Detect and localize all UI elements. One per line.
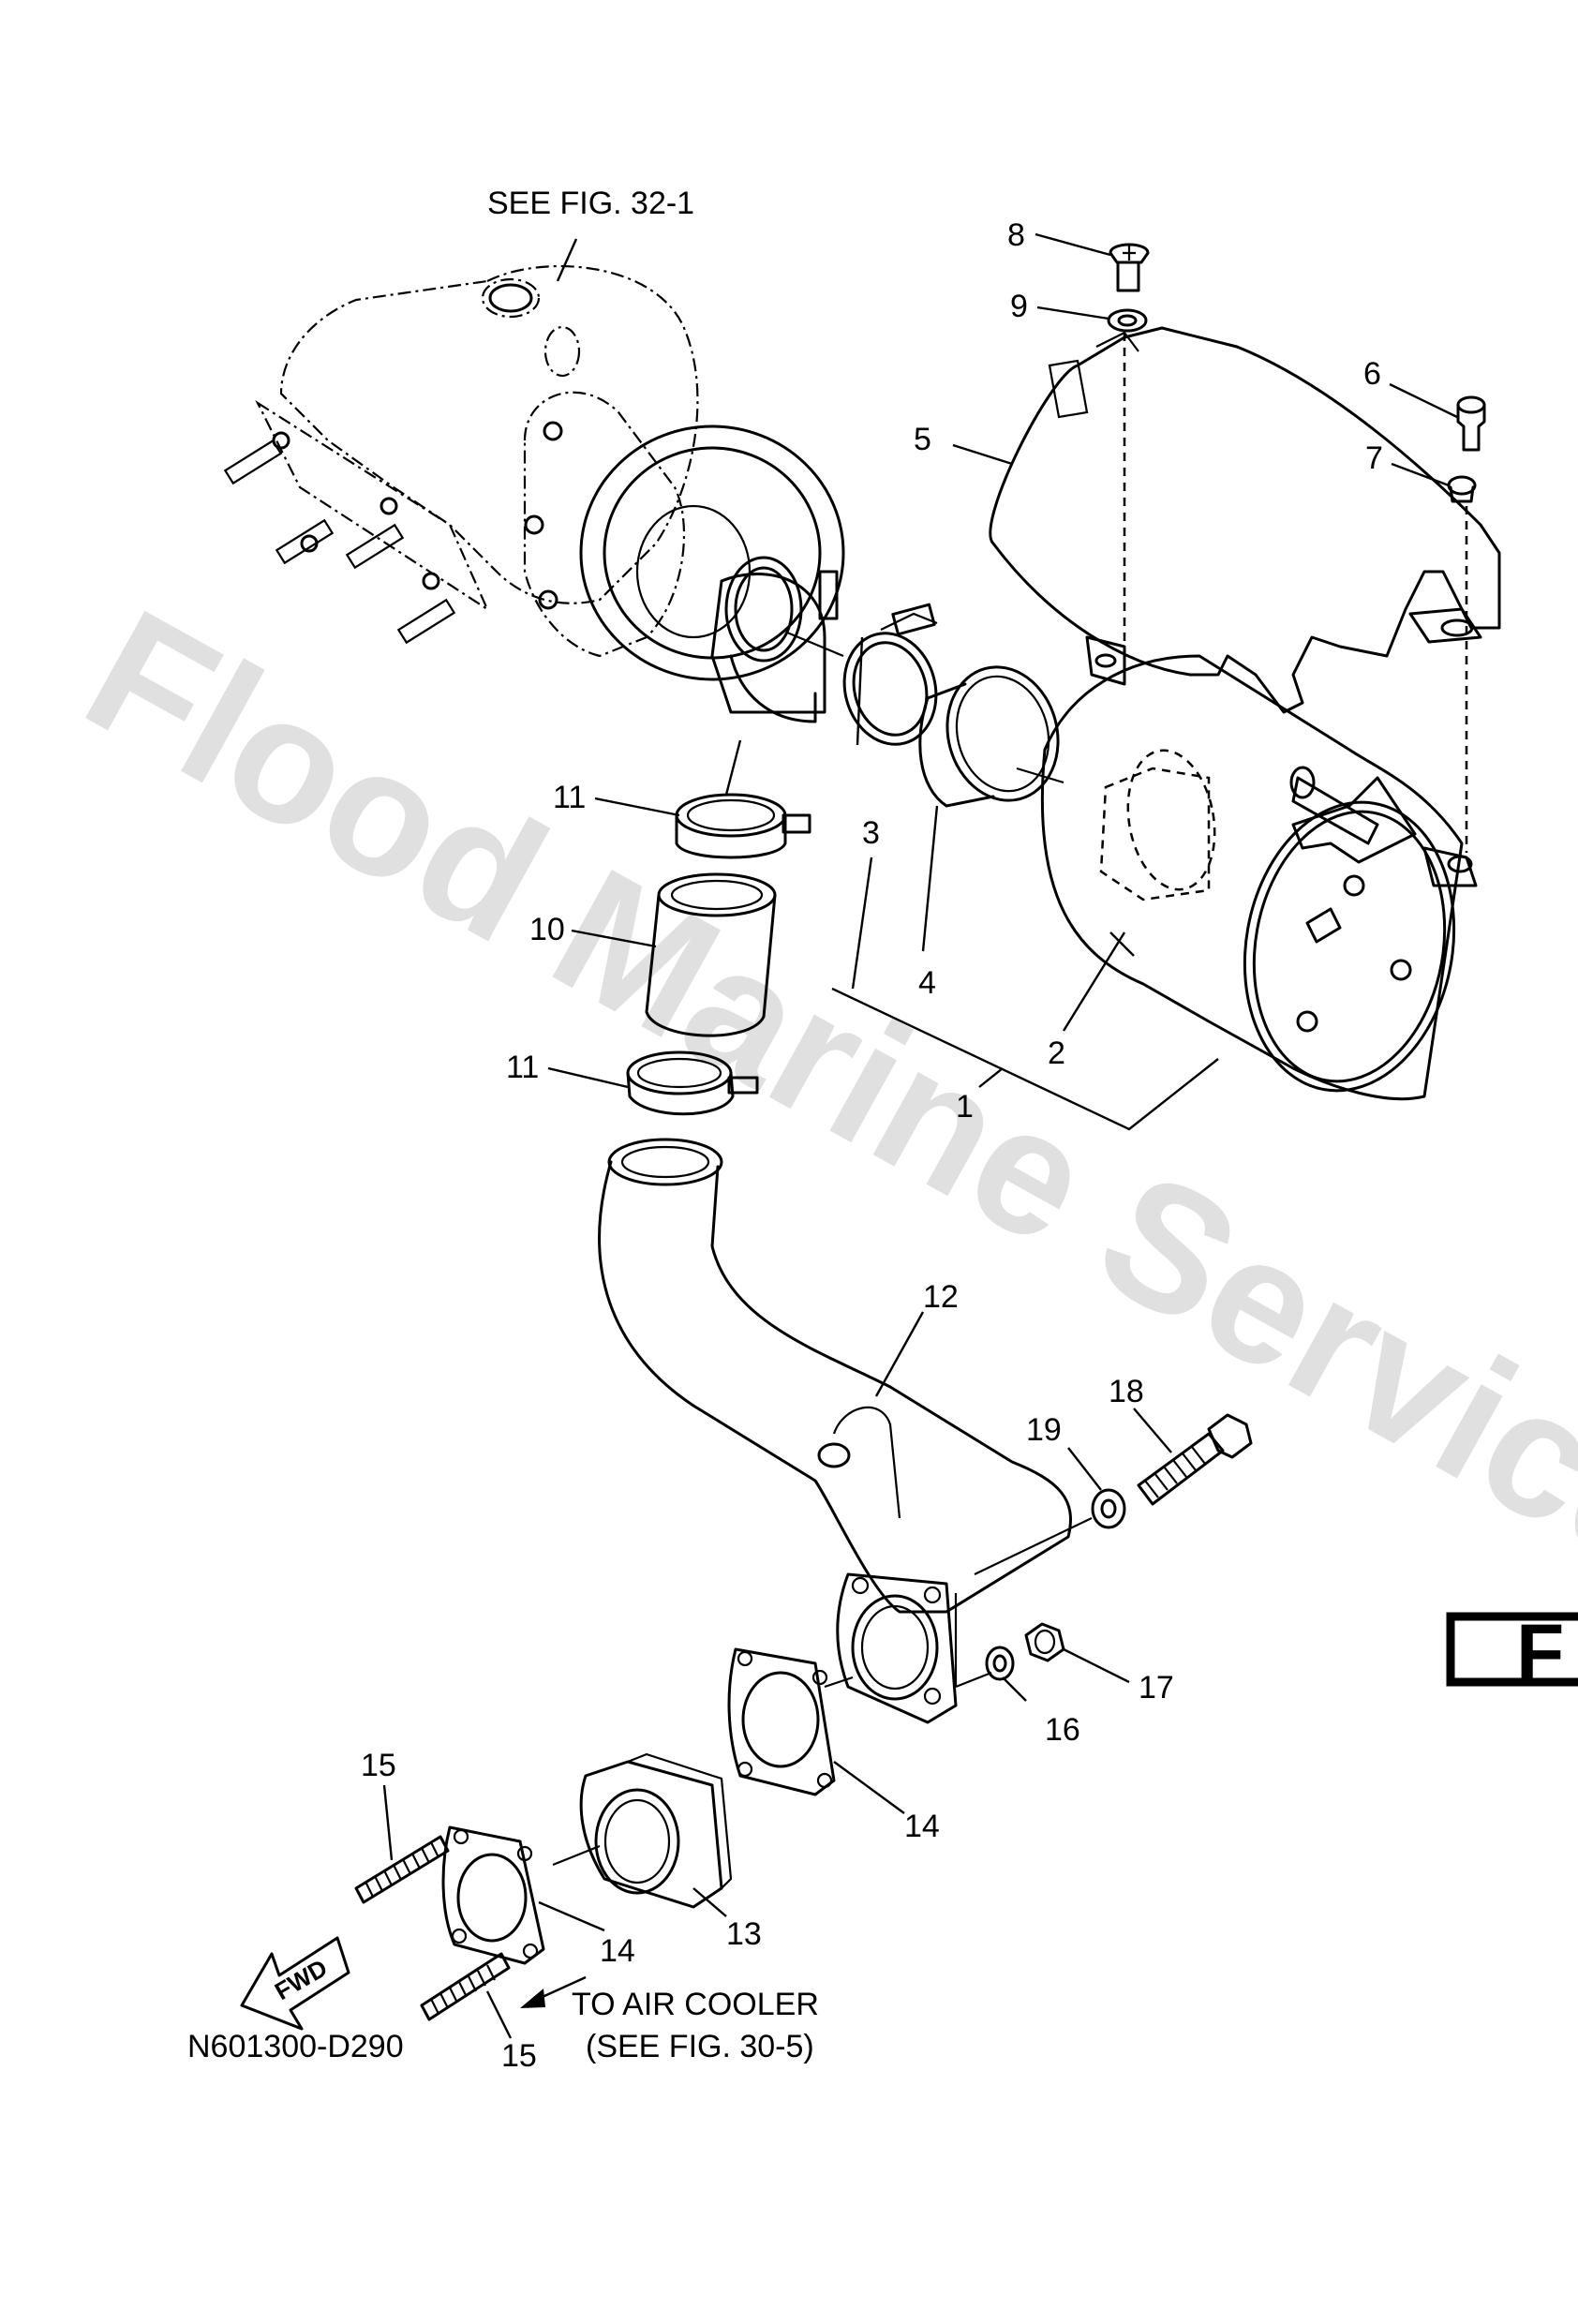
callout-17: 17: [1139, 1670, 1174, 1706]
part-15-stud-lower: [420, 1952, 511, 2021]
part-17-nut: [1024, 1622, 1065, 1662]
callout-19: 19: [1026, 1412, 1062, 1448]
part-13-adapter: [579, 1752, 733, 1909]
part-7-grommet: [1447, 475, 1477, 503]
callout-6: 6: [1363, 356, 1381, 392]
callout-14-upper: 14: [904, 1809, 940, 1844]
see-fig-turbo: SEE FIG. 32-1: [487, 186, 694, 221]
callout-15-upper: 15: [361, 1748, 396, 1783]
part-14-gasket-lower: [441, 1825, 545, 1965]
callout-11-lower: 11: [506, 1050, 539, 1085]
callout-3: 3: [862, 815, 880, 851]
fwd-arrow-icon: FWD: [240, 1936, 350, 2031]
part-10-hose: [645, 872, 777, 1037]
part-15-stud-upper: [354, 1835, 450, 1904]
callout-8: 8: [1007, 217, 1025, 253]
figure-number-box: F: [1446, 1608, 1578, 1696]
turbocharger-reference: [223, 264, 845, 723]
callout-13: 13: [726, 1916, 762, 1952]
callout-4: 4: [918, 965, 936, 1001]
callout-11-upper: 11: [553, 780, 586, 815]
part-6-pin: [1456, 395, 1486, 452]
part-14-gasket-upper: [727, 1647, 836, 1796]
callout-9: 9: [1010, 289, 1028, 324]
callout-10: 10: [529, 912, 565, 947]
figure-number-label: F: [1516, 1608, 1564, 1696]
callout-2: 2: [1048, 1035, 1065, 1071]
part-1-air-filter-assembly: [1040, 654, 1478, 1101]
callout-5: 5: [914, 422, 931, 457]
callout-15-lower: 15: [501, 2038, 537, 2074]
callout-7: 7: [1365, 440, 1383, 476]
air-cooler-line2: (SEE FIG. 30-5): [586, 2029, 814, 2064]
part-18-bolt: [1137, 1413, 1253, 1506]
callout-16: 16: [1045, 1712, 1080, 1748]
part-19-washer: [1091, 1488, 1126, 1529]
direction-arrow-icon: [520, 1975, 587, 2008]
drawing-code: N601300-D290: [187, 2029, 404, 2064]
part-11-lower-clamp: [626, 1050, 759, 1116]
callout-1: 1: [956, 1089, 974, 1125]
callout-18: 18: [1109, 1374, 1144, 1409]
part-5-cover: [989, 326, 1501, 714]
part-8-screw: [1109, 243, 1150, 292]
part-16-washer: [985, 1646, 1015, 1681]
part-11-upper-clamp: [675, 793, 811, 859]
watermark: Flood Marine Services: [56, 572, 1578, 1661]
part-4-sleeve: [918, 665, 1060, 808]
callout-12: 12: [923, 1279, 959, 1315]
part-12-air-duct: [598, 1138, 1072, 1724]
callout-14-lower: 14: [600, 1933, 635, 1969]
air-cooler-line1: TO AIR COOLER: [572, 1987, 819, 2022]
part-9-washer: [1107, 308, 1148, 333]
part-3-band-clamp: [842, 603, 938, 746]
